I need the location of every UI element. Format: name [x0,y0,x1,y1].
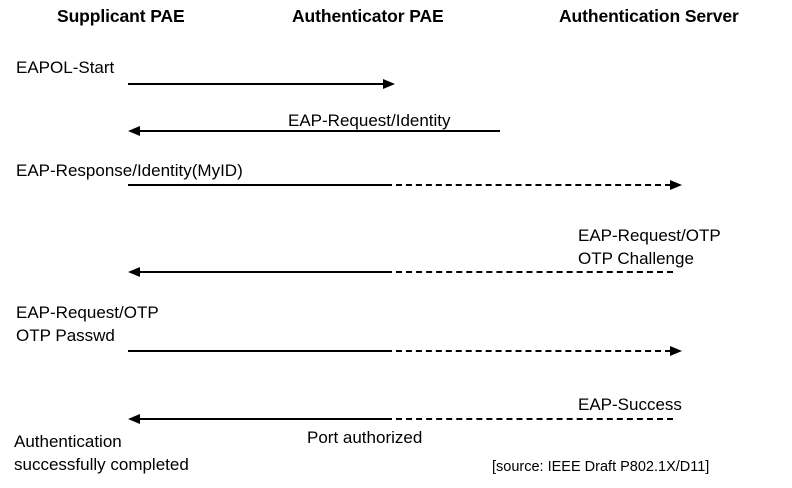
message-line-solid-eap-request-otp [140,271,388,273]
message-line-solid-eap-response-identity [128,184,386,186]
annotation-final-status-line2: successfully completed [14,455,189,474]
message-label-otp-challenge-line2: OTP Challenge [578,249,694,268]
arrowhead-right-icon-eap-response-identity [670,179,682,190]
message-label-eap-response-identity: EAP-Response/Identity(MyID) [16,161,243,180]
message-line-eapol-start [128,83,384,85]
message-line-dashed-otp-passwd [386,350,671,352]
message-line-dashed-eap-response-identity [386,184,671,186]
annotation-port-authorized: Port authorized [307,428,423,447]
column-header-authenticator: Authenticator PAE [292,6,444,26]
message-label-eap-request-otp-passwd-line1: EAP-Request/OTP [16,303,159,322]
column-header-authentication-server: Authentication Server [559,6,739,26]
arrowhead-left-icon-eap-request-identity [128,125,140,136]
message-line-solid-otp-passwd [128,350,386,352]
message-line-solid-eap-success [140,418,388,420]
message-line-dashed-eap-request-otp [386,271,673,273]
arrowhead-left-icon-eap-success [128,413,140,424]
annotation-final-status-line1: Authentication [14,432,122,451]
message-label-eap-success: EAP-Success [578,395,682,414]
message-label-eapol-start: EAPOL-Start [16,58,115,77]
column-header-supplicant: Supplicant PAE [57,6,185,26]
message-label-eap-request-identity: EAP-Request/Identity [288,111,451,130]
source-attribution: [source: IEEE Draft P802.1X/D11] [492,459,710,475]
arrowhead-left-icon-eap-request-otp [128,266,140,277]
message-line-eap-request-identity [140,130,500,132]
message-label-eap-request-otp-line1: EAP-Request/OTP [578,226,721,245]
message-line-dashed-eap-success [386,418,673,420]
arrowhead-right-icon-otp-passwd [670,345,682,356]
message-label-otp-passwd-line2: OTP Passwd [16,326,115,345]
arrowhead-right-icon-eapol-start [383,78,395,89]
